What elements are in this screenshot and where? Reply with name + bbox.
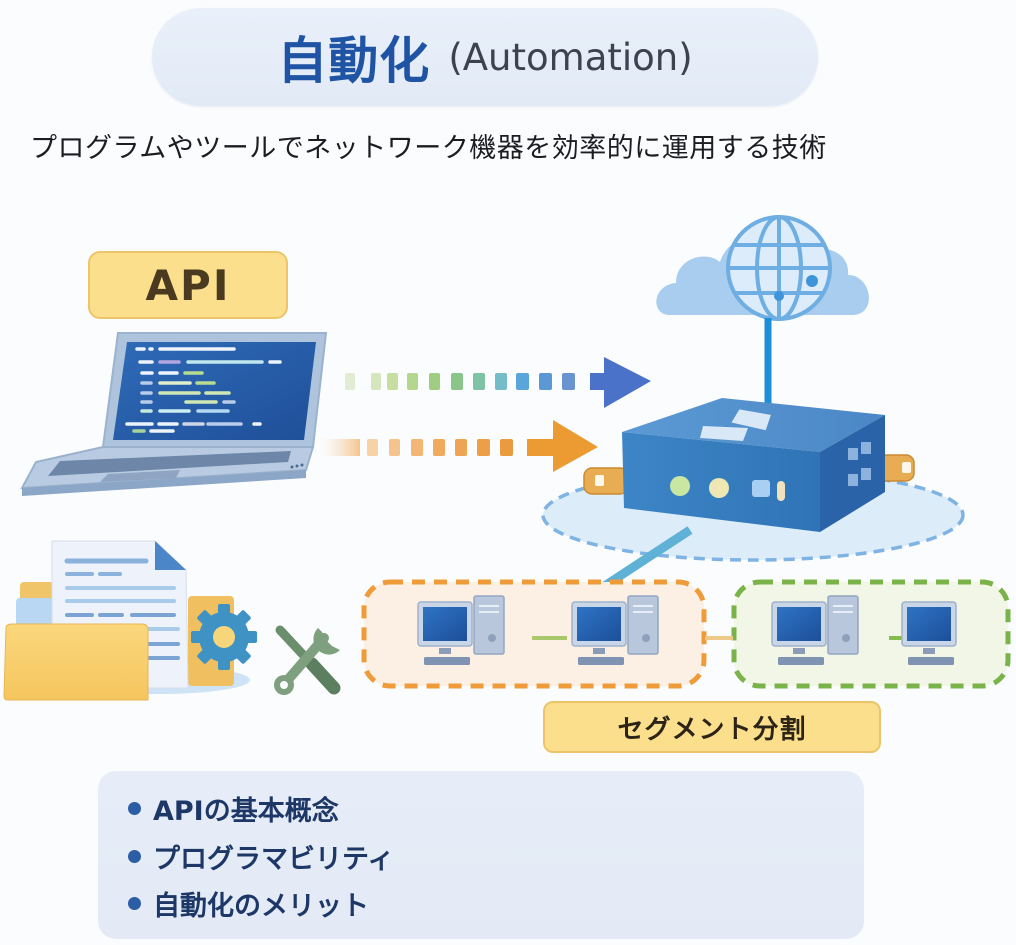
topic-item: プログラマビリティ [128,837,394,876]
desktop-pc-icon [417,595,505,665]
topic-item: APIの基本概念 [128,789,339,828]
bullet-icon [128,850,141,863]
subtitle: プログラムやツールでネットワーク機器を効率的に運用する技術 [30,133,827,164]
topic-label: APIの基本概念 [153,796,339,827]
router-icon [507,398,965,652]
segment-label: セグメント分割 [543,701,881,753]
topic-item: 自動化のメリット [128,884,369,923]
api-badge: API [88,251,288,319]
title-english: (Automation) [448,35,693,79]
bullet-icon [128,897,141,910]
laptop-icon [20,332,328,496]
code-lines [125,347,282,433]
title-japanese: 自動化 [277,32,431,90]
topic-label: プログラマビリティ [153,844,395,875]
data-arrow-orange [320,420,598,472]
topics-panel: APIの基本概念 プログラマビリティ 自動化のメリット [98,771,864,939]
desktop-pc-icon [901,601,957,665]
desktop-pc-icon [771,595,859,665]
gear-icon [191,604,257,670]
tools-icon [274,625,341,695]
bullet-icon [128,802,141,815]
title-banner: 自動化 (Automation) [152,8,818,106]
desktop-pc-icon [571,595,659,665]
data-arrow-blue [345,357,651,408]
cloud-globe-icon [656,215,869,404]
topic-label: 自動化のメリット [153,891,369,922]
